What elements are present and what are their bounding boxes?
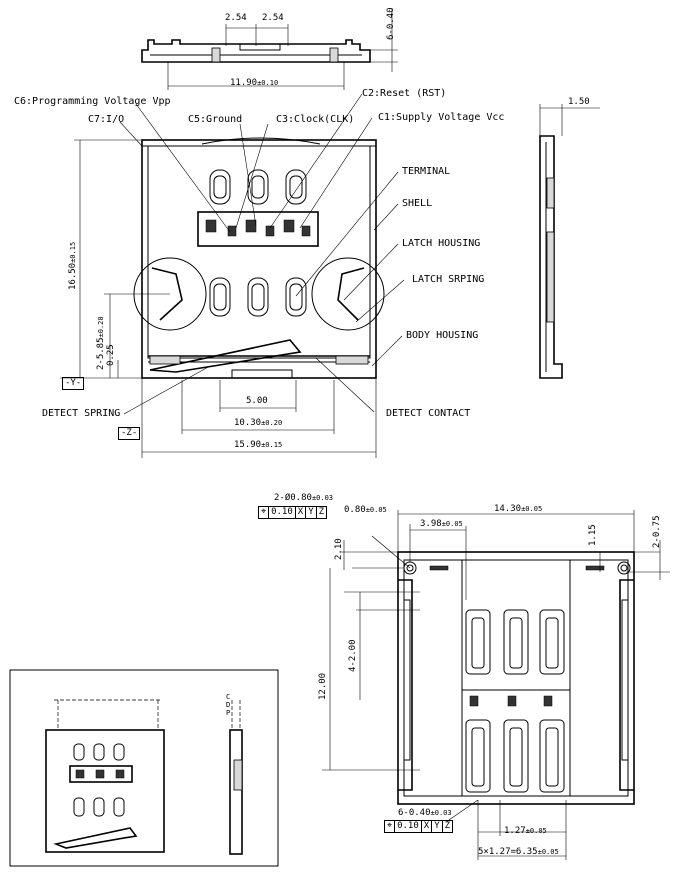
dim-pitch-2: 2.54 [262, 13, 284, 23]
dim-210: 2.10 [334, 538, 344, 560]
label-shell: SHELL [402, 198, 433, 209]
dim-075: 2-0.75 [652, 515, 662, 548]
dim-025: 0.25 [106, 344, 116, 366]
label-c2: C2:Reset (RST) [362, 88, 447, 99]
label-terminal: TERMINAL [402, 166, 451, 177]
label-body-housing: BODY HOUSING [406, 330, 479, 341]
dim-500: 5.00 [246, 396, 268, 406]
iso-letter-p: P [226, 709, 231, 717]
datum-y: -Y- [62, 377, 85, 390]
dim-side-thickness: 1.50 [568, 97, 590, 107]
label-latch-spring: LATCH SRPING [412, 274, 485, 285]
front-view [60, 93, 405, 458]
label-detect-spring: DETECT SPRING [42, 408, 121, 419]
dim-1430: 14.30±0.05 [494, 504, 543, 514]
iso-letter-c: C [226, 693, 231, 701]
dim-1200: 12.00 [318, 672, 328, 700]
label-c6: C6:Programming Voltage Vpp [14, 96, 171, 107]
dim-1030: 10.30±0.20 [234, 418, 283, 428]
dim-127: 1.27±0.05 [504, 826, 547, 836]
dim-pitch-1: 2.54 [225, 13, 247, 23]
label-c7: C7:I/O [88, 114, 125, 125]
iso-letter-d: D [226, 701, 231, 709]
pcb-layout [322, 510, 670, 860]
dim-4200: 4-2.00 [348, 639, 358, 672]
dim-top-thickness: 6-0.40 [386, 7, 396, 40]
label-c3: C3:Clock(CLK) [276, 114, 355, 125]
label-detect-contact: DETECT CONTACT [386, 408, 471, 419]
dim-top-width: 11.90±0.10 [230, 78, 279, 88]
dim-080: 0.80±0.05 [344, 505, 387, 515]
pcb-pad-spec: 6-0.40±0.03 [398, 808, 452, 818]
top-view [141, 8, 398, 90]
dim-1590: 15.90±0.15 [234, 440, 283, 450]
dim-398: 3.98±0.05 [420, 519, 463, 529]
pcb-hole-spec: 2-Ø0.80±0.03 [274, 493, 334, 503]
label-c5: C5:Ground [188, 114, 243, 125]
datum-z: -Z- [118, 427, 141, 440]
dim-115: 1.15 [588, 524, 598, 546]
iso-inset [9, 669, 279, 867]
side-view [539, 104, 600, 379]
dim-635: 5×1.27=6.35±0.05 [478, 847, 559, 857]
label-c1: C1:Supply Voltage Vcc [378, 112, 505, 123]
dim-height: 16.50±0.15 [68, 241, 78, 290]
label-latch-housing: LATCH HOUSING [402, 238, 481, 249]
